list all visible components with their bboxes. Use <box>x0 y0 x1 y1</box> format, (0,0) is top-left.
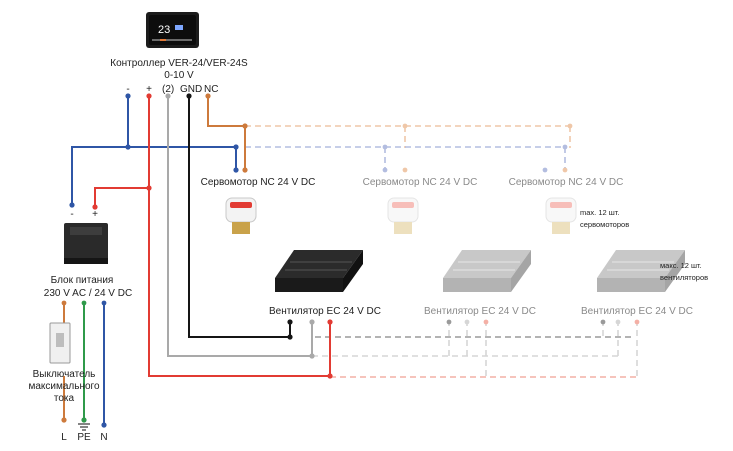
actuator-icon-2 <box>387 197 419 234</box>
fan-convector-icon-2 <box>443 250 531 292</box>
ground-icon <box>78 423 90 431</box>
fan-label-3: Вентилятор EC 24 V DC <box>581 306 693 317</box>
breaker-line-1: Выключатель <box>33 369 96 380</box>
fan-label-2: Вентилятор EC 24 V DC <box>424 306 536 317</box>
psu-spec: 230 V AC / 24 V DC <box>44 288 132 299</box>
main-wiring <box>63 96 331 425</box>
controller-device: 23 <box>146 12 199 48</box>
breaker-icon <box>49 322 71 364</box>
fan-convector-icon-3 <box>597 250 685 292</box>
terminal-pe: PE <box>77 432 91 443</box>
fan-note-line-2: вентиляторов <box>660 273 708 282</box>
psu-title: Блок питания <box>51 275 114 286</box>
breaker-line-3: тока <box>54 393 75 404</box>
terminal-n: N <box>100 432 107 443</box>
extra-units-wiring <box>245 125 640 378</box>
controller-terminal-minus: - <box>126 84 129 95</box>
fan-note-line-1: макс. 12 шт. <box>660 261 702 270</box>
actuator-label-2: Сервомотор NC 24 V DC <box>363 177 478 188</box>
actuator-label-1: Сервомотор NC 24 V DC <box>201 177 316 188</box>
actuator-note-line-1: max. 12 шт. <box>580 208 619 217</box>
fan-convector-icon-1 <box>275 250 363 292</box>
actuator-label-3: Сервомотор NC 24 V DC <box>509 177 624 188</box>
actuator-icon-1 <box>225 197 257 234</box>
controller-terminal-nc: NC <box>204 84 218 95</box>
actuator-note-line-2: сервомоторов <box>580 220 629 229</box>
breaker-line-2: максимального <box>28 381 100 392</box>
controller-display-value: 23 <box>158 24 170 36</box>
terminal-l: L <box>61 432 67 443</box>
psu-terminal-minus: - <box>70 209 73 220</box>
fan-label-1: Вентилятор EC 24 V DC <box>269 306 381 317</box>
controller-terminal-0-10v: (2) <box>162 84 174 95</box>
controller-range: 0-10 V <box>164 70 194 81</box>
power-supply-icon <box>64 223 108 264</box>
actuator-icon-3 <box>545 197 577 234</box>
junction-dots <box>61 93 640 428</box>
controller-title: Контроллер VER-24/VER-24S <box>110 58 248 69</box>
psu-terminal-plus: + <box>92 209 98 220</box>
controller-terminal-plus: + <box>146 84 152 95</box>
controller-terminal-gnd: GND <box>180 84 202 95</box>
